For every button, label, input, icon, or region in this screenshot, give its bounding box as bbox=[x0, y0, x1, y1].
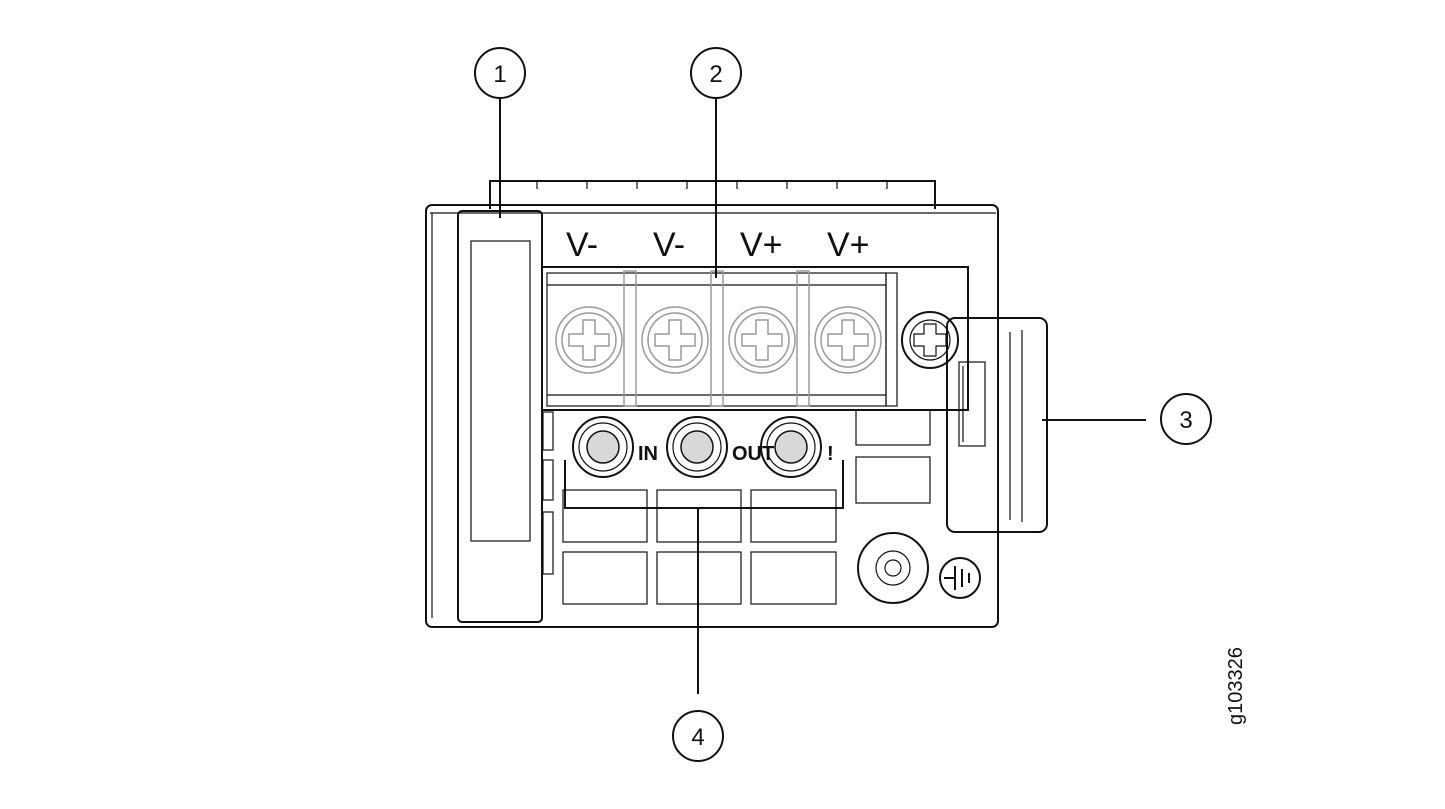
callout-4: 4 bbox=[672, 710, 724, 762]
grounding-stud bbox=[857, 532, 929, 604]
terminal-labels: V- V- V+ V+ bbox=[566, 226, 870, 264]
terminal-screw-2 bbox=[641, 306, 709, 374]
callout-leaders bbox=[499, 99, 1146, 694]
callout-1: 1 bbox=[474, 47, 526, 99]
module-body bbox=[425, 204, 999, 628]
led-label-in: IN bbox=[638, 443, 658, 465]
terminal-label-1: V- bbox=[566, 226, 598, 264]
terminal-label-2: V- bbox=[653, 226, 685, 264]
ground-symbol-icon bbox=[939, 557, 981, 599]
ground-screw bbox=[901, 311, 959, 369]
terminal-label-4: V+ bbox=[827, 226, 870, 264]
led-label-fault: ! bbox=[827, 443, 834, 465]
led-in bbox=[572, 416, 634, 478]
figure-id: g103326 bbox=[1225, 647, 1247, 725]
terminal-block bbox=[542, 266, 969, 411]
side-tabs bbox=[542, 411, 554, 575]
callout-4-number: 4 bbox=[691, 724, 704, 751]
terminal-cover bbox=[946, 317, 1048, 533]
callout-3: 3 bbox=[1160, 393, 1212, 445]
callout-3-number: 3 bbox=[1179, 407, 1192, 434]
terminal-screw-3 bbox=[728, 306, 796, 374]
terminal-label-3: V+ bbox=[740, 226, 783, 264]
led-bracket bbox=[564, 460, 844, 509]
callout-1-number: 1 bbox=[493, 61, 506, 88]
led-out bbox=[666, 416, 728, 478]
callout-2-number: 2 bbox=[709, 61, 722, 88]
terminal-screw-4 bbox=[814, 306, 882, 374]
terminal-screw-1 bbox=[555, 306, 623, 374]
led-fault bbox=[760, 416, 822, 478]
ejector-handle bbox=[457, 210, 543, 623]
top-comb bbox=[489, 180, 936, 209]
led-label-out: OUT bbox=[732, 443, 774, 465]
callout-2: 2 bbox=[690, 47, 742, 99]
led-labels: IN OUT ! bbox=[638, 443, 834, 465]
